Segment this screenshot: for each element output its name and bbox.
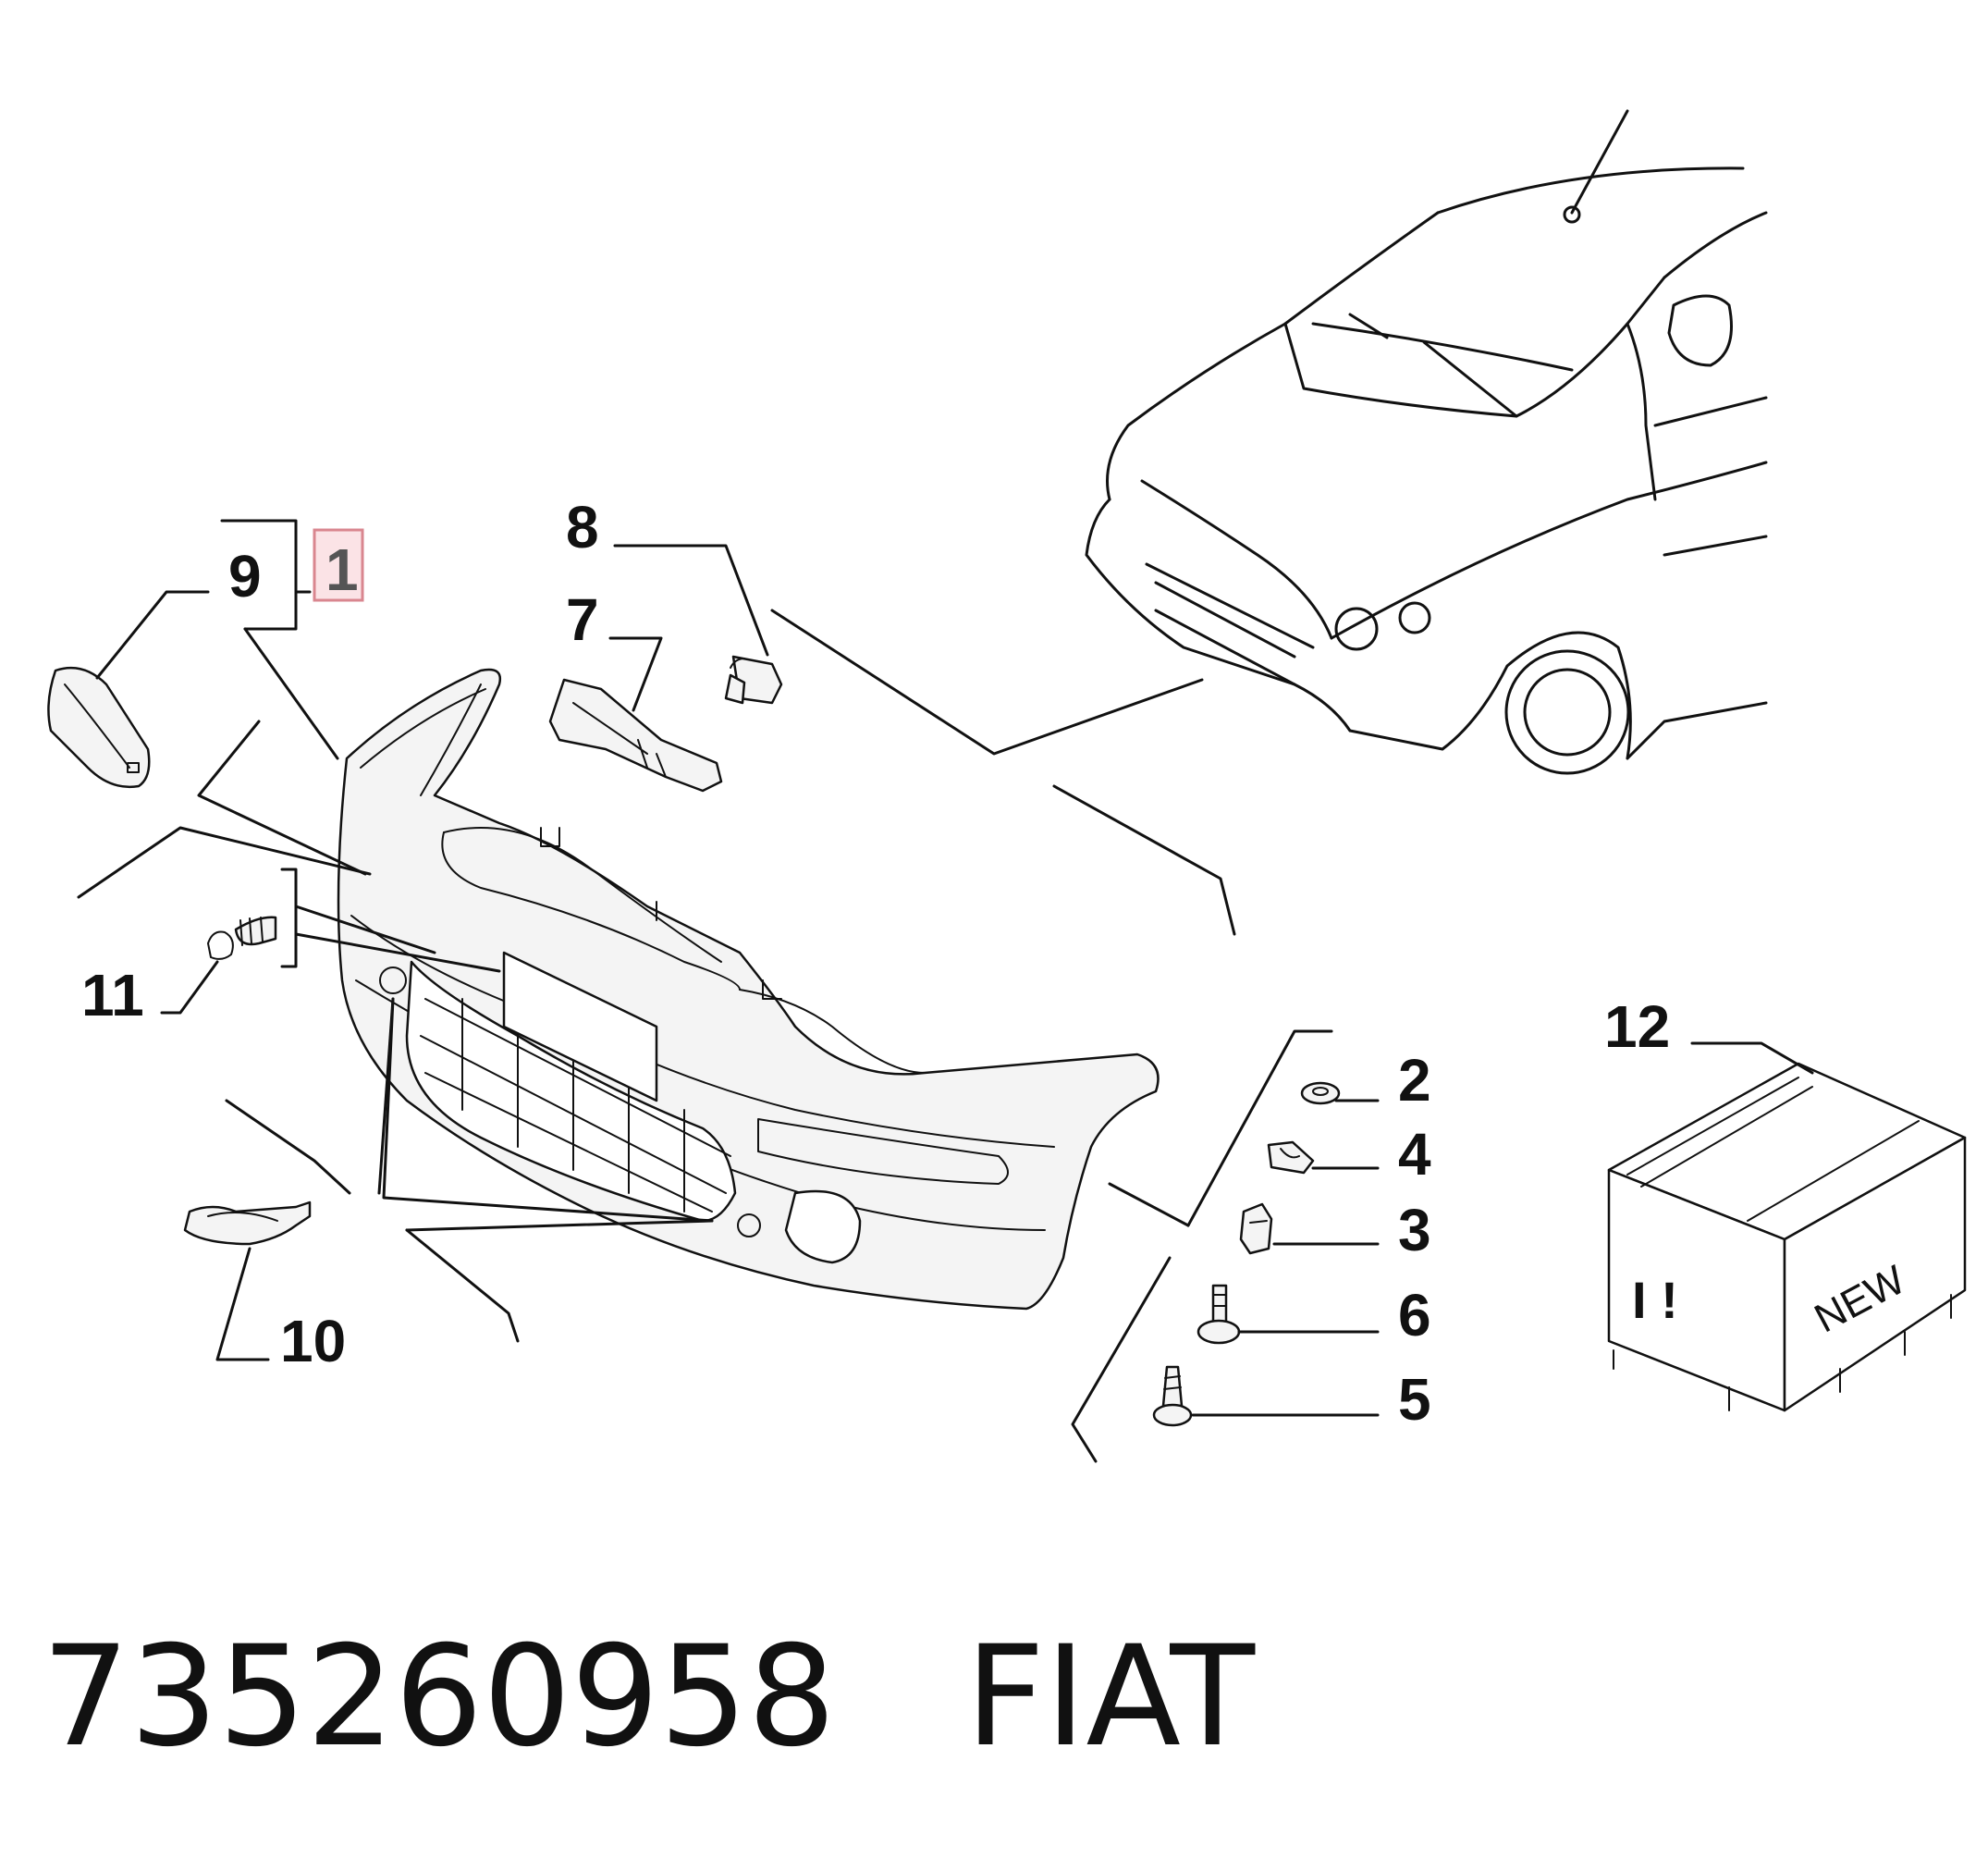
callout-9: 9: [228, 543, 262, 609]
front-bumper-part: [337, 668, 1160, 1311]
crate-marks: I !: [1632, 1271, 1678, 1329]
callout-11: 11: [81, 962, 144, 1028]
brand-name: FIAT: [964, 1617, 1256, 1778]
fastener-screw-5: [1152, 1365, 1193, 1427]
screw-part-11: [207, 916, 277, 960]
fastener-washer-2: [1300, 1081, 1341, 1105]
car-illustration: [1085, 109, 1768, 775]
callout-10: 10: [280, 1308, 346, 1374]
bracket-part-7: [548, 678, 723, 793]
callout-8: 8: [566, 494, 599, 560]
callout-1-highlight: [313, 528, 364, 602]
callout-6: 6: [1398, 1282, 1431, 1348]
fastener-bolt-6: [1196, 1284, 1241, 1345]
callout-12: 12: [1604, 993, 1670, 1060]
parts-diagram: NEW I ! 1 9 8 7: [47, 109, 1967, 1463]
cap-part-10: [183, 1200, 312, 1246]
callout-3: 3: [1398, 1197, 1431, 1263]
callout-labels: 1 9 8 7 11 10 2 4 3 6 5 12: [81, 494, 1670, 1433]
fastener-clip-4: [1267, 1140, 1315, 1175]
fastener-nut-3: [1239, 1202, 1273, 1255]
part-number: 735260958: [42, 1617, 836, 1778]
car-leader-lines: [770, 609, 1236, 936]
callout-1: 1: [325, 536, 359, 603]
side-trim-part: [47, 666, 151, 789]
crate-part-12: NEW I !: [1607, 1062, 1967, 1412]
callout-5: 5: [1398, 1366, 1431, 1433]
callout-2: 2: [1398, 1047, 1431, 1114]
callout-7: 7: [566, 586, 599, 653]
callout-4: 4: [1398, 1121, 1431, 1188]
push-clip-part: [724, 655, 783, 705]
leader-lines: [77, 519, 1814, 1463]
